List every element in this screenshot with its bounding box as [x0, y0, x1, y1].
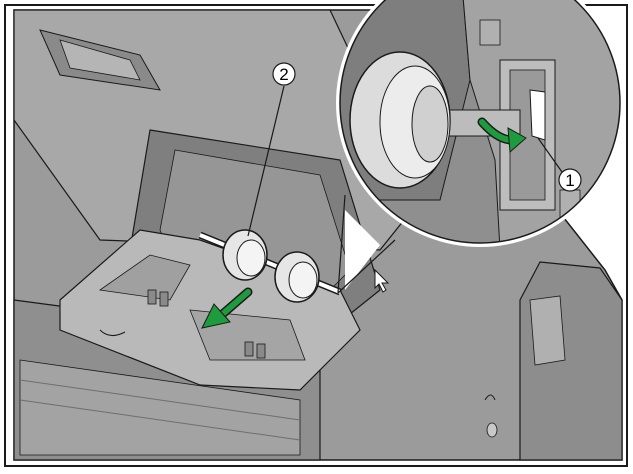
callout-2-leader — [247, 85, 285, 237]
callout-2-circle — [272, 62, 296, 86]
callout-1-circle — [558, 168, 582, 192]
roller-assembly — [198, 229, 342, 303]
callout-1-leader — [537, 137, 563, 173]
callout-2-label: 2 — [279, 65, 288, 84]
callout-1-label: 1 — [565, 171, 574, 190]
mouse-pointer-icon — [374, 268, 390, 293]
green-down-arrow-icon — [201, 287, 253, 329]
green-curved-arrow-icon — [477, 117, 527, 154]
magnified-detail — [336, 0, 624, 294]
